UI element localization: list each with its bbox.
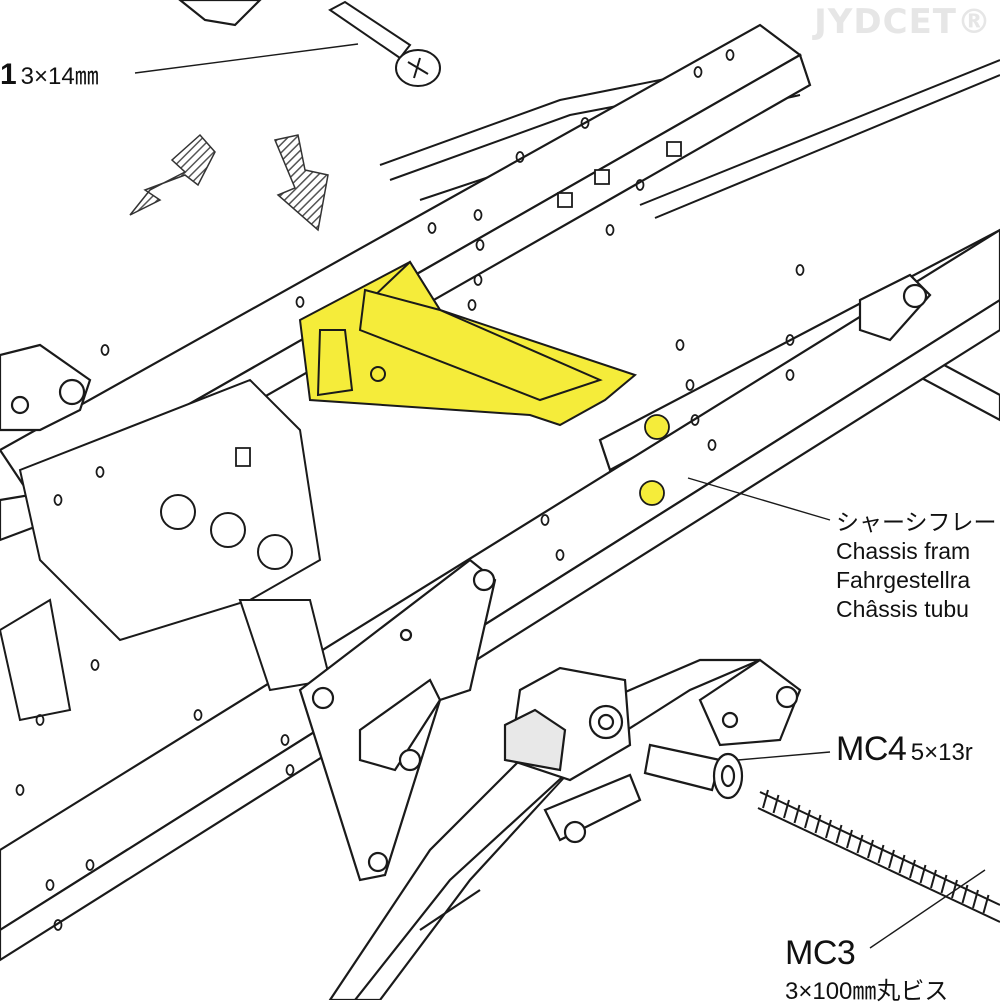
screw-thread: [847, 830, 852, 848]
screw-thread: [921, 865, 926, 883]
screw-thread: [868, 840, 873, 858]
screw-thread: [774, 795, 779, 813]
screw-thread: [795, 805, 800, 823]
screw-thread: [763, 790, 768, 808]
mc4-code: MC4: [836, 730, 907, 768]
frame-hole: [17, 785, 24, 795]
chassis-rivets: [640, 415, 669, 505]
mc3-size: 3×100㎜丸ビス: [785, 978, 949, 1005]
frame-hole: [469, 300, 476, 310]
frame-hole: [517, 152, 524, 162]
arrow-right: [275, 135, 328, 230]
frame-hole: [47, 880, 54, 890]
screw-thread: [879, 845, 884, 863]
frame-hole: [195, 710, 202, 720]
frame-hole: [637, 180, 644, 190]
frame-hole: [97, 467, 104, 477]
top-mount-block: [180, 0, 260, 25]
frame-hole: [727, 50, 734, 60]
top-screw-callout: 1 3×14㎜: [0, 56, 99, 92]
frame-hole: [297, 297, 304, 307]
frame-hole: [709, 440, 716, 450]
frame-holes: [17, 50, 804, 930]
screw-thread: [900, 855, 905, 873]
chassis-label-fr: Châssis tubu: [836, 596, 969, 622]
frame-hole: [687, 380, 694, 390]
top-screw-size: 3×14㎜: [20, 63, 99, 90]
chassis-label-en: Chassis fram: [836, 538, 971, 564]
screw-thread: [826, 820, 831, 838]
cross-member: [0, 380, 330, 720]
frame-hole: [475, 210, 482, 220]
chassis-callout: シャーシフレー Chassis fram Fahrgestellra Châss…: [836, 508, 997, 624]
chassis-label-jp: シャーシフレー: [836, 509, 997, 535]
screw-thread: [816, 815, 821, 833]
frame-hole: [429, 223, 436, 233]
mc3-callout: MC3 3×100㎜丸ビス: [785, 934, 948, 1006]
screw-thread: [784, 800, 789, 818]
lower-frame-rail: [0, 230, 1000, 960]
chassis-label-de: Fahrgestellra: [836, 567, 971, 593]
screw-thread: [973, 890, 978, 908]
frame-hole: [87, 860, 94, 870]
leaf-spring: [330, 660, 760, 1000]
screw-thread: [889, 850, 894, 868]
frame-hole: [557, 550, 564, 560]
frame-hole: [787, 370, 794, 380]
mc4-size: 5×13r: [910, 739, 973, 766]
frame-hole: [475, 275, 482, 285]
screw-thread: [858, 835, 863, 853]
frame-hole: [287, 765, 294, 775]
screw-thread: [984, 895, 989, 913]
frame-hole: [37, 715, 44, 725]
frame-hole: [477, 240, 484, 250]
direction-arrows: [130, 135, 328, 230]
screw-thread: [931, 870, 936, 888]
leader-lines: [135, 44, 985, 948]
screw-thread: [963, 885, 968, 903]
left-shackle: [0, 345, 90, 430]
frame-hole: [542, 515, 549, 525]
watermark: JYDCET®: [814, 2, 992, 42]
screw-thread: [837, 825, 842, 843]
top-right-bracket: [860, 275, 930, 340]
mc4-collar: [645, 745, 742, 798]
frame-hole: [787, 335, 794, 345]
frame-hole: [92, 660, 99, 670]
frame-hole: [282, 735, 289, 745]
chassis-cross-piece: [300, 262, 635, 425]
frame-hole: [102, 345, 109, 355]
spring-hanger: [505, 668, 640, 842]
screw-thread: [910, 860, 915, 878]
screw-thread: [805, 810, 810, 828]
mc4-callout: MC4 5×13r: [836, 730, 973, 769]
spring-hanger-plate: [300, 560, 495, 880]
top-screw: [330, 2, 440, 86]
top-screw-code: 1: [0, 58, 17, 91]
mc3-screw: [758, 790, 1000, 922]
frame-hole: [677, 340, 684, 350]
rear-spring-shackle: [700, 660, 800, 745]
frame-hole: [607, 225, 614, 235]
frame-hole: [695, 67, 702, 77]
mc3-code: MC3: [785, 934, 856, 972]
frame-hole: [692, 415, 699, 425]
frame-hole: [797, 265, 804, 275]
frame-hole: [582, 118, 589, 128]
screw-thread: [952, 880, 957, 898]
frame-hole: [55, 495, 62, 505]
screw-thread: [942, 875, 947, 893]
arrow-left: [130, 135, 215, 215]
shaft-posts: [236, 142, 681, 466]
frame-hole: [55, 920, 62, 930]
